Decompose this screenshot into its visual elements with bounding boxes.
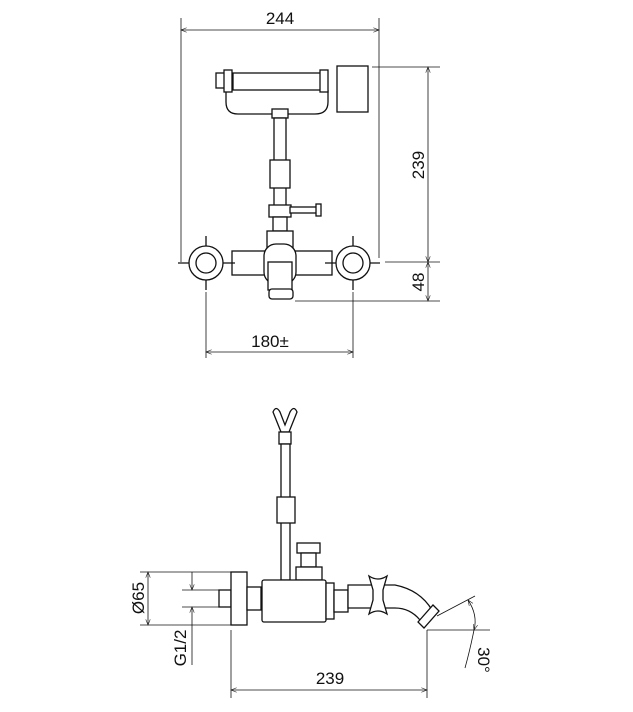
cross-handle-side	[367, 574, 389, 616]
height-dimension: 239	[409, 151, 428, 179]
shower-hook	[272, 407, 298, 433]
side-view: Ø65 G1/2 239 30°	[129, 407, 493, 698]
centers-dimension: 180±	[251, 332, 289, 351]
lower-dimension: 48	[409, 273, 428, 292]
riser-rail	[268, 117, 322, 246]
mixer-body-side	[261, 579, 327, 623]
depth-dimension: 239	[316, 669, 344, 688]
spout-side	[347, 584, 433, 621]
thread-dimension: G1/2	[171, 630, 190, 667]
angle-dimension: 30°	[474, 647, 493, 673]
cross-handle-right	[325, 236, 380, 290]
handshower-holder	[215, 65, 369, 119]
wall-flange	[230, 571, 248, 626]
thread-connector	[218, 589, 232, 608]
mixer-body	[231, 230, 333, 300]
width-dimension: 244	[266, 9, 294, 28]
cross-handle-left	[178, 236, 235, 290]
front-view: 244 239 48 180±	[178, 9, 440, 358]
flange-diameter-dimension: Ø65	[129, 582, 148, 614]
